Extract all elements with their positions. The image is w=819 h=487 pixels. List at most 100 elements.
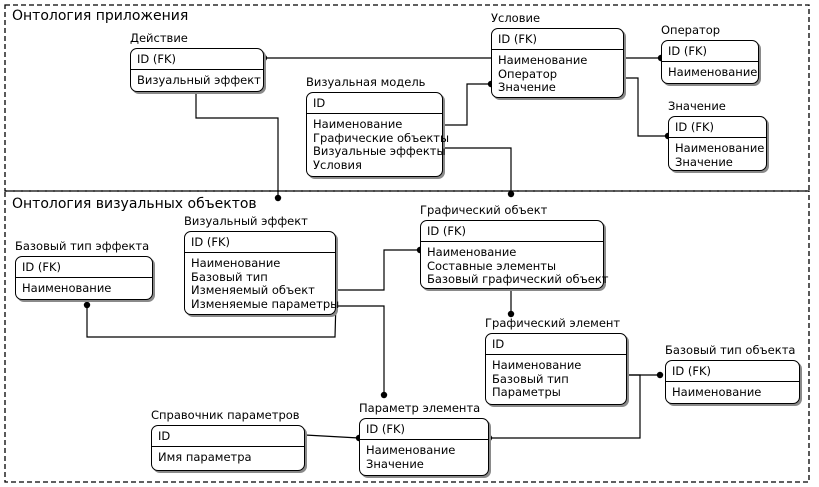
- entity-attribute: Параметры: [492, 385, 561, 400]
- entity-title: Справочник параметров: [151, 408, 300, 422]
- entity-action: ID (FK) Визуальный эффект Действие: [130, 31, 264, 92]
- entity-attribute: Базовый тип: [492, 371, 569, 386]
- entity-attribute: Условия: [313, 157, 362, 172]
- entity-box: ID (FK)Наименование: [665, 360, 800, 404]
- entity-attribute: Наименование: [22, 281, 112, 295]
- entity-operator: ID (FK) Наименование Оператор: [661, 23, 759, 84]
- relationship-line: [336, 249, 420, 291]
- entity-title: Действие: [130, 31, 188, 45]
- entity-attribute: Имя параметра: [158, 450, 252, 464]
- relationship-many-end-dot: [507, 310, 515, 318]
- entity-key-attribute: ID: [152, 426, 304, 447]
- relationship-line: [86, 299, 337, 338]
- entity-baseeffect: ID (FK)Наименование Базовый тип эффекта: [15, 239, 153, 300]
- entity-attribute: Оператор: [498, 66, 558, 81]
- relationship-line: [443, 147, 512, 194]
- relationship-line: [304, 434, 360, 439]
- relationship-line: [443, 83, 491, 126]
- entity-title: Графический объект: [420, 203, 548, 217]
- entity-key-attribute: ID (FK): [360, 419, 488, 440]
- region-vis-label: Онтология визуальных объектов: [12, 196, 257, 212]
- relationship-line: [336, 305, 385, 395]
- entity-attribute: Графические объекты: [313, 130, 450, 145]
- entity-attribute: Значение: [498, 80, 556, 95]
- entity-attribute: Наименование: [492, 358, 582, 372]
- entity-key-attribute: ID (FK): [666, 361, 799, 382]
- entity-box: ID (FK)Наименование: [15, 256, 153, 300]
- region-app-label: Онтология приложения: [12, 8, 189, 24]
- entity-key-attribute: ID (FK): [669, 117, 766, 138]
- entity-attribute: Наименование: [191, 256, 281, 270]
- entity-attribute: Изменяемый объект: [191, 283, 315, 298]
- entity-baseobj: ID (FK)Наименование Базовый тип объекта: [665, 343, 800, 404]
- entity-title: Базовый тип эффекта: [15, 239, 150, 253]
- relationship-line: [489, 374, 641, 439]
- entity-attribute: Наименование: [366, 443, 456, 457]
- entity-key-attribute: ID: [486, 334, 626, 355]
- entity-attribute: Составные элементы: [427, 258, 557, 273]
- entity-attribute: Наименование: [427, 245, 517, 259]
- entity-key-attribute: ID (FK): [131, 49, 263, 70]
- relationship-line: [624, 77, 668, 137]
- entity-title: Визуальный эффект: [184, 214, 308, 228]
- entity-title: Базовый тип объекта: [665, 343, 796, 357]
- relationship-many-end-dot: [656, 371, 664, 379]
- entity-attribute-list: Наименование: [16, 278, 152, 296]
- relationship-many-end-dot: [83, 301, 91, 309]
- relationship-many-end-dot: [274, 194, 282, 202]
- entity-box: ID (FK) Визуальный эффект: [130, 48, 264, 92]
- entity-attribute: Наименование: [675, 141, 765, 155]
- relationship-many-end-dot: [380, 391, 388, 399]
- entity-box: ID Имя параметра: [151, 425, 305, 471]
- entity-key-attribute: ID (FK): [492, 29, 623, 50]
- entity-key-attribute: ID (FK): [421, 221, 603, 242]
- entity-attribute: Значение: [366, 456, 424, 471]
- entity-attribute-list: Визуальный эффект: [131, 70, 263, 88]
- entity-title: Графический элемент: [485, 316, 621, 330]
- relationship-line: [195, 92, 279, 198]
- entity-attribute: Визуальный эффект: [137, 73, 261, 87]
- entity-attribute: Наименование: [668, 65, 758, 79]
- entity-key-attribute: ID: [307, 93, 442, 114]
- entity-attribute: Визуальные эффекты: [313, 144, 446, 159]
- entity-paramref: ID Имя параметра Справочник параметров: [151, 408, 305, 471]
- entity-key-attribute: ID (FK): [185, 232, 335, 253]
- entity-title: Условие: [491, 11, 541, 25]
- entity-title: Оператор: [661, 23, 721, 37]
- region-vis-border: [4, 190, 810, 483]
- entity-title: Визуальная модель: [306, 75, 426, 89]
- entity-attribute-list: Наименование: [662, 62, 758, 80]
- entity-attribute: Базовый графический объект: [427, 272, 609, 287]
- entity-attribute: Базовый тип: [191, 269, 268, 284]
- entity-title: Параметр элемента: [359, 401, 481, 415]
- entity-attribute: Наименование: [313, 117, 403, 131]
- entity-box: ID (FK) Наименование: [661, 40, 759, 84]
- entity-key-attribute: ID (FK): [662, 41, 758, 62]
- entity-attribute: Наименование: [498, 53, 588, 67]
- entity-attribute-list: Наименование: [666, 382, 799, 400]
- entity-attribute: Значение: [675, 154, 733, 169]
- entity-attribute-list: Имя параметра: [152, 447, 304, 465]
